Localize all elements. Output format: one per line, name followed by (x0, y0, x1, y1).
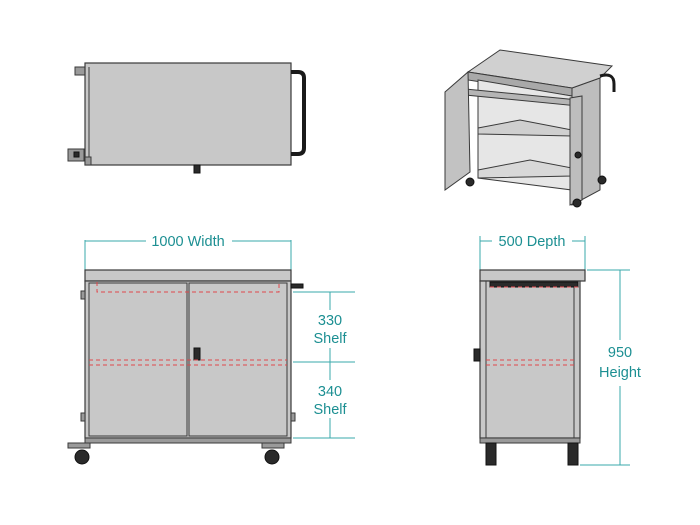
height-label: Height (599, 365, 641, 381)
side-worktop (479, 269, 586, 282)
caster-iso-3 (572, 198, 582, 208)
lock-pin (73, 151, 80, 158)
front-view: 1000 Width 330 Shelf 340 (67, 234, 355, 465)
caster-side-left (485, 442, 497, 466)
front-base-rail (84, 437, 292, 444)
upper-shelf-value: 330 (318, 313, 342, 329)
hinge-front-2 (80, 412, 86, 422)
hinge-front-3 (290, 412, 296, 422)
lower-shelf-label: Shelf (313, 402, 347, 418)
hidden-drawer (96, 282, 280, 293)
side-knob (473, 348, 481, 362)
hinge-top-left (74, 66, 86, 76)
door-latch (193, 164, 201, 174)
caster-brake-right (261, 442, 285, 449)
side-view: 500 Depth 950 Height (473, 234, 641, 466)
push-handle (291, 70, 306, 156)
iso-handle (599, 73, 616, 92)
top-view (67, 62, 306, 174)
caster-plate (84, 156, 92, 166)
lower-shelf-value: 340 (318, 384, 342, 400)
top-panel (84, 62, 292, 166)
caster-brake-left (67, 442, 91, 449)
front-handle-stub (290, 283, 304, 289)
upper-shelf-label: Shelf (313, 331, 347, 347)
caster-front-left (74, 449, 90, 465)
side-base-rail (479, 437, 581, 444)
caster-iso-2 (597, 175, 607, 185)
caster-iso-1 (465, 177, 475, 187)
caster-front-right (264, 449, 280, 465)
front-door-lock (193, 347, 201, 361)
height-value: 950 (608, 345, 632, 361)
caster-side-right (567, 442, 579, 466)
side-drawer (489, 281, 579, 288)
right-door (569, 95, 583, 206)
isometric-view (444, 49, 616, 208)
left-door (444, 70, 471, 191)
hinge-front-1 (80, 290, 86, 300)
front-worktop (84, 269, 292, 282)
width-dimension: 1000 Width (151, 234, 224, 250)
depth-dimension: 500 Depth (499, 234, 566, 250)
door-knob-iso (574, 151, 582, 159)
